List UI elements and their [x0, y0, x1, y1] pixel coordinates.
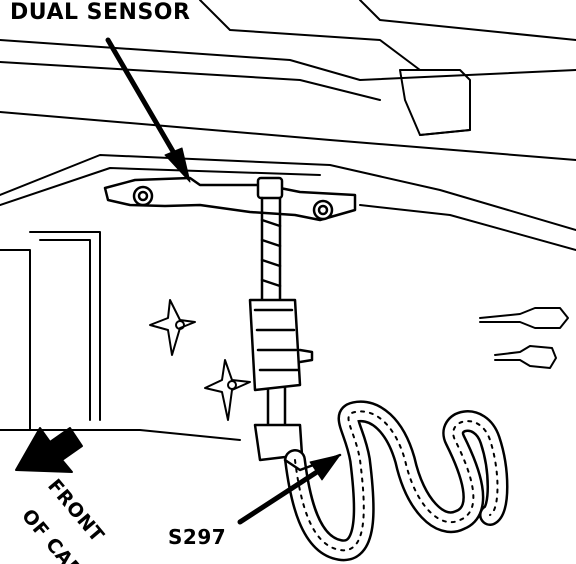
sensor-harness [248, 196, 314, 462]
upper-body-panel [0, 0, 576, 161]
dual-sensor-arrow [105, 37, 191, 183]
dual-sensor-label: DUAL SENSOR [10, 0, 191, 25]
frame-rail [0, 231, 241, 441]
fastener-center [204, 359, 251, 421]
s297-label: S297 [168, 525, 227, 549]
fastener-right-lower [494, 345, 557, 369]
fastener-left [149, 299, 196, 356]
sensor-bracket [103, 176, 357, 222]
fastener-right-upper [479, 307, 569, 329]
coiled-harness [283, 400, 509, 562]
s297-arrow [237, 454, 341, 525]
floor-pan [0, 154, 576, 251]
front-of-car-arrow [15, 427, 83, 473]
